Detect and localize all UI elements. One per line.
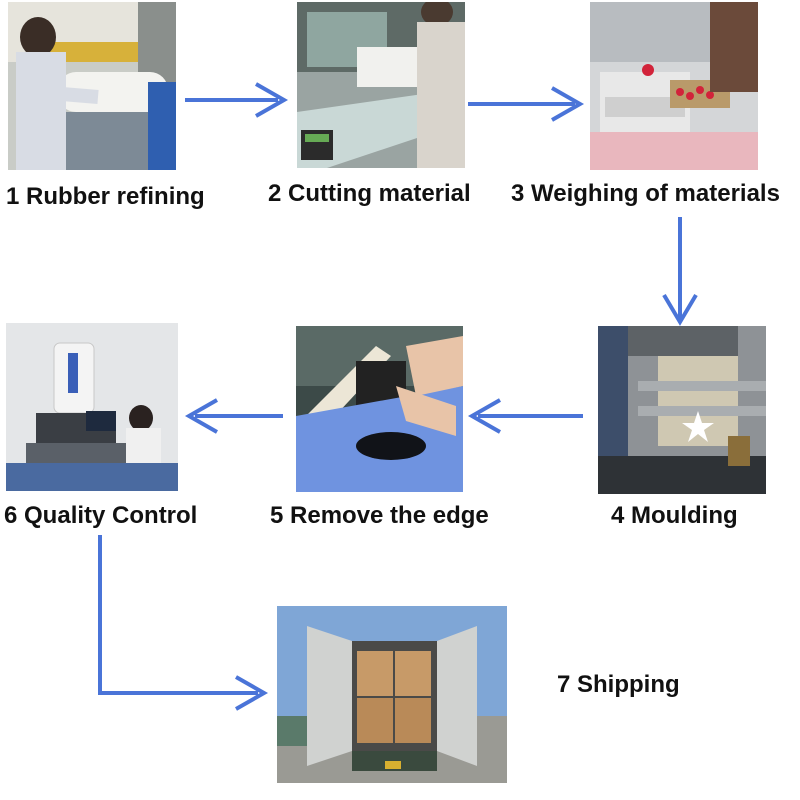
arrowhead-1-to-2 <box>255 82 289 118</box>
step-3-label: 3 Weighing of materials <box>511 180 780 207</box>
step-7-label: 7 Shipping <box>557 671 680 698</box>
arrowhead-2-to-3 <box>551 86 585 122</box>
step-6-label: 6 Quality Control <box>4 502 198 529</box>
arrowhead-5-to-6 <box>184 398 218 434</box>
step-1-label: 1 Rubber refining <box>6 183 205 210</box>
step-1-photo <box>8 2 176 170</box>
step-5-label: 5 Remove the edge <box>270 502 489 529</box>
step-2-label: 2 Cutting material <box>268 180 471 207</box>
arrowhead-4-to-5 <box>467 398 501 434</box>
step-6-photo <box>6 323 178 491</box>
arrow-6-to-7 <box>98 535 258 695</box>
step-4-label: 4 Moulding <box>611 502 738 529</box>
step-2-photo <box>297 2 465 168</box>
step-4-photo <box>598 326 766 494</box>
step-5-photo <box>296 326 463 492</box>
step-7-photo <box>277 606 507 783</box>
arrowhead-6-to-7 <box>235 675 269 711</box>
arrowhead-3-to-4 <box>662 293 698 326</box>
step-3-photo <box>590 2 758 170</box>
